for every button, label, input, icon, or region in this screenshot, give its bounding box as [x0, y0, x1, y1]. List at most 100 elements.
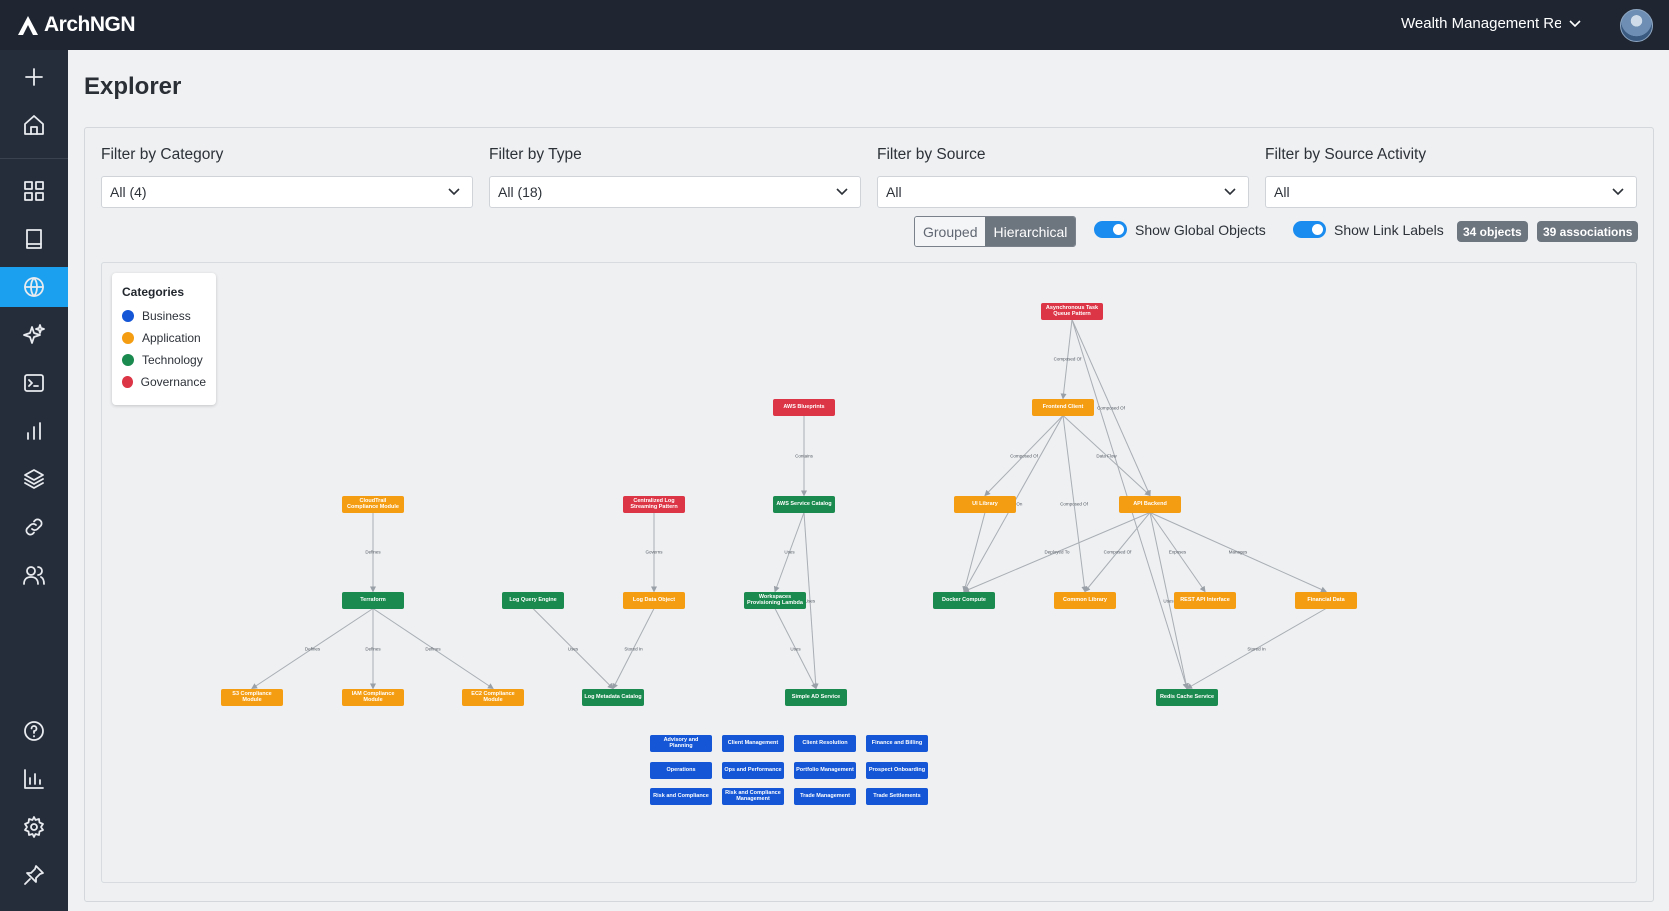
sidebar-item-dashboard[interactable]: [0, 171, 68, 211]
hierarchical-button[interactable]: Hierarchical: [985, 217, 1076, 246]
sidebar-item-catalog[interactable]: [0, 219, 68, 259]
workspace-selector[interactable]: Wealth Management Repo: [1401, 15, 1581, 32]
filter-activity-select[interactable]: All: [1265, 176, 1637, 208]
legend-item-label: Governance: [140, 375, 206, 389]
workspace-name: Wealth Management Repo: [1401, 15, 1561, 32]
graph-node[interactable]: AWS Service Catalog: [773, 495, 835, 513]
pin-icon: [24, 865, 44, 885]
brand-logo[interactable]: ArchNGN: [16, 13, 136, 37]
graph-node[interactable]: REST API Interface: [1174, 591, 1236, 609]
sidebar-item-ai[interactable]: [0, 315, 68, 355]
sidebar-item-links[interactable]: [0, 507, 68, 547]
sidebar-item-create[interactable]: [0, 57, 68, 97]
graph-node[interactable]: Finance and Billing: [866, 734, 928, 752]
filter-source-label: Filter by Source: [877, 146, 986, 163]
chevron-down-icon: [836, 188, 848, 196]
filter-category-value: All (4): [110, 184, 147, 200]
sidebar-item-settings[interactable]: [0, 807, 68, 847]
graph-node[interactable]: Ops and Performance: [722, 761, 784, 779]
graph-node[interactable]: IAM Compliance Module: [342, 688, 404, 706]
graph-edge: [1071, 319, 1151, 497]
graph-node[interactable]: Redis Cache Service: [1156, 688, 1218, 706]
chevron-down-icon: [448, 188, 460, 196]
categories-legend: Categories Business Application Technolo…: [112, 273, 216, 405]
sidebar-item-home[interactable]: [0, 105, 68, 145]
legend-item-application: Application: [122, 327, 206, 349]
sidebar-item-users[interactable]: [0, 555, 68, 595]
filter-category-label: Filter by Category: [101, 146, 224, 163]
graph-node[interactable]: Terraform: [342, 591, 404, 609]
graph-edge: [612, 608, 655, 690]
graph-node[interactable]: Operations: [650, 761, 712, 779]
sidebar-item-terminal[interactable]: [0, 363, 68, 403]
graph-node[interactable]: Docker Compute: [933, 591, 995, 609]
sidebar-item-explorer[interactable]: [0, 267, 68, 307]
graph-node[interactable]: UI Library: [954, 495, 1016, 513]
sidebar-item-layers[interactable]: [0, 459, 68, 499]
chevron-down-icon: [1612, 188, 1624, 196]
filter-activity: Filter by Source Activity All: [1265, 146, 1637, 208]
gear-icon: [24, 816, 44, 838]
graph-node[interactable]: Client Management: [722, 734, 784, 752]
edge-label: Composed Of: [1060, 501, 1088, 506]
graph-edge: [803, 512, 819, 690]
graph-node[interactable]: Log Data Object: [623, 591, 685, 609]
show-link-labels-toggle[interactable]: [1293, 221, 1326, 238]
edge-label: Defines: [365, 549, 381, 555]
edge-label: Data Flow: [1096, 453, 1117, 458]
graph-node[interactable]: Client Resolution: [794, 734, 856, 752]
graph-node[interactable]: Portfolio Management: [794, 761, 856, 779]
graph-node[interactable]: Prospect Onboarding: [866, 761, 928, 779]
filter-source-value: All: [886, 184, 902, 200]
graph-edge: [1186, 608, 1327, 689]
sidebar-item-reports[interactable]: [0, 759, 68, 799]
graph-node[interactable]: Common Library: [1054, 591, 1116, 609]
graph-node[interactable]: Log Query Engine: [502, 591, 564, 609]
graph-node[interactable]: Asynchronous Task Queue Pattern: [1041, 302, 1103, 320]
sidebar-item-help[interactable]: [0, 711, 68, 751]
legend-dot: [122, 332, 134, 344]
sidebar-divider: [0, 158, 68, 159]
edge-label: Manages: [1228, 549, 1248, 555]
graph-node[interactable]: Risk and Compliance Management: [722, 787, 784, 805]
graph-edge: [1149, 512, 1327, 593]
filter-type: Filter by Type All (18): [489, 146, 861, 208]
chevron-down-icon: [1569, 19, 1581, 27]
filter-source: Filter by Source All: [877, 146, 1249, 208]
graph-node[interactable]: Workspaces Provisioning Lambda: [744, 591, 806, 609]
graph-edge: [963, 512, 1151, 593]
grid-icon: [24, 181, 44, 201]
graph-node[interactable]: Centralized Log Streaming Pattern: [623, 495, 685, 513]
sidebar-item-analytics[interactable]: [0, 411, 68, 451]
show-global-toggle[interactable]: [1094, 221, 1127, 238]
graph-node[interactable]: Frontend Client: [1032, 398, 1094, 416]
graph-node[interactable]: Trade Management: [794, 787, 856, 805]
legend-dot: [122, 310, 134, 322]
graph-node[interactable]: Log Metadata Catalog: [582, 688, 644, 706]
graph-node[interactable]: Risk and Compliance: [650, 787, 712, 805]
graph-node[interactable]: EC2 Compliance Module: [462, 688, 524, 706]
sidebar-item-pin[interactable]: [0, 855, 68, 895]
graph-edge: [532, 608, 614, 690]
filter-type-select[interactable]: All (18): [489, 176, 861, 208]
graph-node[interactable]: CloudTrail Compliance Module: [342, 495, 404, 513]
graph-node[interactable]: API Backend: [1119, 495, 1181, 513]
show-global-objects[interactable]: Show Global Objects: [1094, 221, 1266, 238]
legend-dot: [122, 376, 133, 388]
graph-node[interactable]: Advisory and Planning: [650, 734, 712, 752]
user-avatar[interactable]: [1620, 9, 1653, 42]
graph-node[interactable]: Financial Data: [1295, 591, 1357, 609]
edge-label: Uses: [790, 646, 801, 651]
graph-node[interactable]: Trade Settlements: [866, 787, 928, 805]
graph-node[interactable]: Simple AD Service: [785, 688, 847, 706]
filter-source-select[interactable]: All: [877, 176, 1249, 208]
layout-toggle: Grouped Hierarchical: [914, 216, 1077, 247]
show-link-labels[interactable]: Show Link Labels: [1293, 221, 1444, 238]
grouped-button[interactable]: Grouped: [915, 217, 986, 246]
edge-label: Governs: [645, 549, 663, 555]
edge-label: Defines: [365, 646, 381, 651]
graph-node[interactable]: S3 Compliance Module: [221, 688, 283, 706]
filter-category-select[interactable]: All (4): [101, 176, 473, 208]
graph-node[interactable]: AWS Blueprints: [773, 398, 835, 416]
